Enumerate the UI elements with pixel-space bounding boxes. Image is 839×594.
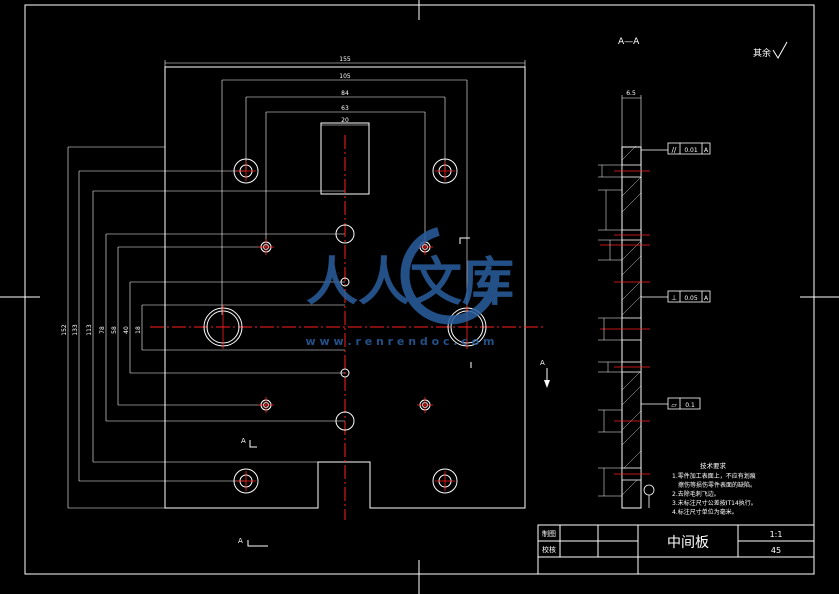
scale-value: 1:1 (770, 530, 783, 539)
surface-finish-note: 其余 (753, 47, 771, 59)
tech-title: 技术要求 (700, 461, 727, 470)
watermark-url: w w w . r e n r e n d o c . c o m (305, 335, 494, 348)
title-block-lines (537, 524, 815, 575)
center-lines (150, 135, 545, 520)
dim-78: 78 (99, 326, 106, 334)
perpendicular-icon: ⊥ (671, 294, 677, 302)
part-name: 中间板 (667, 535, 709, 551)
section-centerlines (600, 170, 650, 475)
flatness-icon: ▱ (671, 401, 677, 409)
tech-line-4: 3.未标注尺寸公差按IT14执行。 (672, 499, 757, 507)
plate-outline (164, 66, 526, 509)
section-mark-a-side: A (540, 359, 545, 367)
tech-line-2: 擦伤等损伤零件表面的缺陷。 (678, 481, 756, 489)
section-arrow-head (544, 380, 550, 388)
parallel-datum: A (704, 147, 709, 154)
tech-line-5: 4.标注尺寸单位为毫米。 (672, 508, 738, 516)
v-dims (67, 146, 345, 509)
h-dims (164, 60, 526, 315)
dim-58: 58 (111, 326, 118, 334)
section-mark-a-top: A (241, 437, 246, 445)
dim-40: 40 (123, 326, 130, 334)
parallel-icon: // (672, 146, 677, 154)
dim-133: 133 (72, 324, 79, 336)
dim-20: 20 (341, 117, 349, 124)
slot-rect (320, 122, 370, 195)
title-block-drawn: 制图 (542, 529, 556, 538)
perpendicular-value: 0.05 (684, 295, 698, 302)
dim-105: 105 (339, 73, 351, 80)
watermark-main: 人人文库 (306, 253, 514, 313)
section-view-title: A—A (618, 37, 640, 47)
flatness-value: 0.1 (685, 402, 695, 409)
perpendicular-datum: A (704, 295, 709, 302)
title-block-checked: 校核 (542, 545, 556, 554)
section-arrows (247, 237, 472, 547)
material-value: 45 (771, 546, 781, 555)
section-mark-a-bottom: A (238, 537, 243, 545)
tolerance-frames (641, 142, 711, 508)
section-hatching (621, 145, 642, 496)
parallel-value: 0.01 (684, 147, 698, 154)
dim-thickness: 6.5 (626, 90, 636, 97)
tech-line-1: 1.零件加工表面上，不应有划痕 (672, 472, 756, 480)
dim-152: 152 (61, 324, 68, 336)
dim-84: 84 (341, 90, 349, 97)
section-holes (621, 164, 642, 481)
dim-113: 113 (86, 324, 93, 336)
dim-63: 63 (341, 105, 349, 112)
section-small-dims (598, 164, 622, 497)
watermark: 人人文库 w w w . r e n r e n d o c . c o m (305, 225, 514, 348)
tech-line-3: 2.去除毛刺飞边。 (672, 490, 720, 498)
surface-finish-icon (772, 41, 788, 59)
dim-18: 18 (135, 326, 142, 334)
dim-155: 155 (339, 56, 351, 63)
